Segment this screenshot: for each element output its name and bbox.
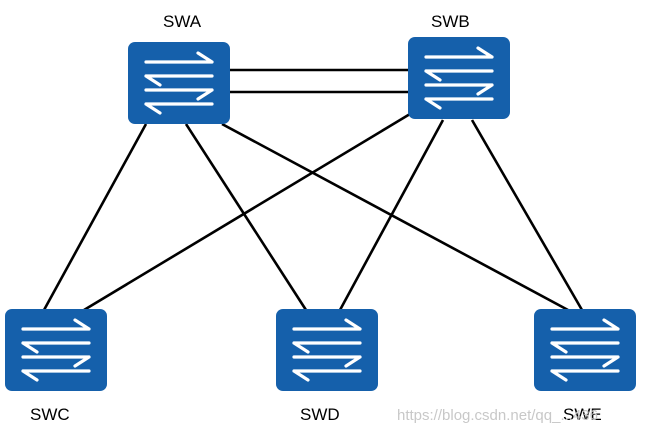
switch-node-swb[interactable] <box>408 37 510 119</box>
network-switch-icon <box>408 37 510 119</box>
link-swb-swd <box>338 119 445 311</box>
link-swb-swe <box>470 119 584 311</box>
node-label-swe: SWE <box>563 405 602 424</box>
links-group <box>42 68 584 312</box>
node-label-swb: SWB <box>431 12 470 31</box>
network-switch-icon <box>534 309 636 391</box>
node-label-swc: SWC <box>30 405 70 424</box>
network-switch-icon <box>5 309 107 391</box>
link-swb-swc <box>83 112 411 312</box>
network-switch-icon <box>276 309 378 391</box>
switch-node-swd[interactable] <box>276 309 378 391</box>
link-swa-swe <box>221 122 569 312</box>
link-swa-swc <box>42 123 148 311</box>
node-label-swa: SWA <box>163 12 202 31</box>
switch-node-swe[interactable] <box>534 309 636 391</box>
watermark-text: https://blog.csdn.net/qq_...436 <box>397 407 598 424</box>
switch-node-swa[interactable] <box>128 42 230 124</box>
network-switch-icon <box>128 42 230 124</box>
node-label-swd: SWD <box>300 405 340 424</box>
link-swa-swd <box>184 123 308 311</box>
switch-node-swc[interactable] <box>5 309 107 391</box>
